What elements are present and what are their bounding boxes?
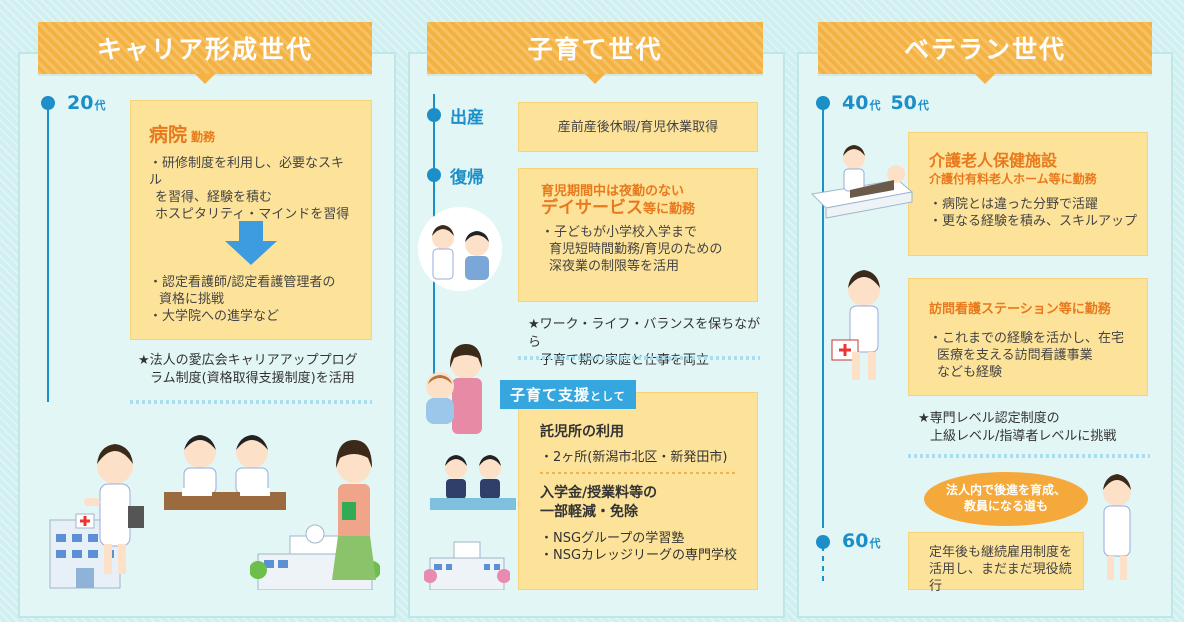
school-building-icon bbox=[424, 541, 510, 590]
career-age-20: 20代 bbox=[67, 92, 106, 114]
hospital-line: ・研修制度を利用し、必要なスキル bbox=[149, 156, 345, 188]
veteran-header: ベテラン世代 bbox=[818, 22, 1152, 84]
students-illustration bbox=[164, 435, 286, 510]
down-arrow-icon bbox=[225, 221, 277, 265]
hospital-line: を習得、経験を積む bbox=[155, 190, 273, 205]
child-header: 子育て世代 bbox=[427, 22, 763, 84]
care-facility-sub: 介護付有料老人ホーム等に勤務 bbox=[929, 172, 1097, 186]
dayservice-box: 育児期間中は夜勤のない デイサービス等に勤務 ・子どもが小学校入学まで 育児短時… bbox=[518, 168, 758, 302]
veteran-dot-40 bbox=[816, 96, 830, 110]
child-dot-return bbox=[427, 168, 441, 182]
nurse-illustration bbox=[84, 444, 144, 574]
home-nursing-box: 訪問看護ステーション等に勤務 ・これまでの経験を活かし、在宅 医療を支える訪問看… bbox=[908, 278, 1148, 396]
nurse-patient-illustration bbox=[418, 207, 502, 291]
teacher-illustration bbox=[332, 440, 376, 580]
hospital-line: ホスピタリティ・マインドを習得 bbox=[155, 207, 350, 222]
career-dot-20 bbox=[41, 96, 55, 110]
divider bbox=[518, 356, 760, 360]
divider bbox=[908, 454, 1150, 458]
visiting-nurse-illustration bbox=[831, 270, 880, 380]
senior-nurse-illustration bbox=[1103, 474, 1131, 580]
dayservice-line2: デイサービス等に勤務 bbox=[541, 198, 696, 218]
hospital-line: ・大学院への進学など bbox=[149, 309, 280, 324]
children-desk-illustration bbox=[430, 455, 516, 510]
support-content: 託児所の利用 ・2ヶ所(新潟市北区・新発田市) 入学金/授業料等の 一部軽減・免… bbox=[540, 424, 754, 564]
mentor-bubble: 法人内で後進を育成、 教員になる道も bbox=[924, 472, 1088, 526]
stage-birth: 出産 bbox=[450, 108, 484, 128]
care-facility-title: 介護老人保健施設 bbox=[929, 151, 1058, 170]
support-item: ・NSGグループの学習塾 bbox=[540, 531, 685, 546]
child-dot-birth bbox=[427, 108, 441, 122]
support-head-tuition: 入学金/授業料等の 一部軽減・免除 bbox=[540, 485, 658, 520]
support-item: ・2ヶ所(新潟市北区・新発田市) bbox=[540, 450, 728, 465]
veteran-age-60: 60代 bbox=[842, 530, 881, 552]
veteran-note: ★専門レベル認定制度の 上級レベル/指導者レベルに挑戦 bbox=[918, 411, 1117, 444]
hospital-box: 病院勤務 ・研修制度を利用し、必要なスキル を習得、経験を積む ホスピタリティ・… bbox=[130, 100, 372, 340]
hospital-line: 資格に挑戦 bbox=[159, 292, 225, 307]
veteran-timeline bbox=[822, 96, 824, 528]
dayservice-line1: 育児期間中は夜勤のない bbox=[541, 184, 685, 199]
career-note: ★法人の愛広会キャリアアッププログ ラム制度(資格取得支援制度)を活用 bbox=[138, 353, 358, 386]
leave-box: 産前産後休暇/育児休業取得 bbox=[518, 102, 758, 152]
support-box bbox=[518, 392, 758, 590]
career-title: キャリア形成世代 bbox=[96, 35, 313, 64]
support-tag: 子育て支援として bbox=[500, 380, 636, 409]
veteran-dot-60 bbox=[816, 535, 830, 549]
stage-return: 復帰 bbox=[450, 168, 484, 188]
divider bbox=[130, 400, 372, 404]
child-note: ★ワーク・ライフ・バランスを保ちながら 子育て期の家庭と仕事を両立 bbox=[528, 317, 761, 368]
veteran-title: ベテラン世代 bbox=[903, 35, 1066, 64]
child-title: 子育て世代 bbox=[527, 35, 663, 64]
mother-child-illustration bbox=[426, 344, 482, 434]
veteran-timeline-dashed bbox=[822, 546, 824, 586]
hospital-title: 病院勤務 bbox=[149, 124, 216, 146]
support-head-nursery: 託児所の利用 bbox=[540, 424, 624, 440]
support-item: ・NSGカレッジリーグの専門学校 bbox=[540, 548, 738, 563]
caregiver-bed-illustration bbox=[810, 145, 914, 219]
career-header: キャリア形成世代 bbox=[38, 22, 372, 84]
divider bbox=[540, 472, 736, 474]
hospital-line: ・認定看護師/認定看護管理者の bbox=[149, 275, 336, 290]
retirement-box: 定年後も継続雇用制度を 活用し、まだまだ現役続行 bbox=[908, 532, 1084, 594]
care-facility-box: 介護老人保健施設 介護付有料老人ホーム等に勤務 ・病院とは違った分野で活躍 ・更… bbox=[908, 132, 1148, 256]
home-nursing-title: 訪問看護ステーション等に勤務 bbox=[929, 302, 1111, 317]
career-timeline bbox=[47, 96, 49, 402]
